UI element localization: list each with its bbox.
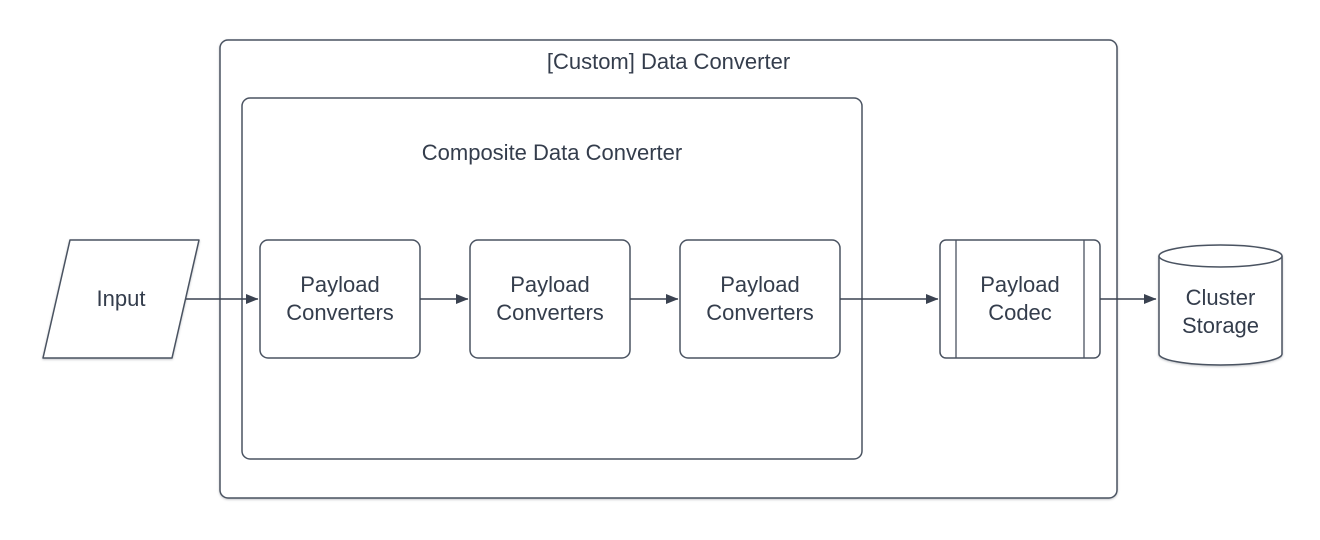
input-node-label: Input bbox=[96, 286, 146, 311]
composite-container-title: Composite Data Converter bbox=[421, 140, 683, 165]
payload-converters-3-label: Payload Converters bbox=[706, 272, 814, 325]
outer-container-title: [Custom] Data Converter bbox=[546, 49, 791, 74]
payload-converters-2-label: Payload Converters bbox=[496, 272, 604, 325]
cluster-storage-label: Cluster Storage bbox=[1181, 285, 1260, 338]
payload-converters-1-label: Payload Converters bbox=[286, 272, 394, 325]
payload-codec-label: Payload Codec bbox=[980, 272, 1060, 325]
payload-codec-shape bbox=[939, 239, 1101, 359]
input-node-shape bbox=[42, 239, 200, 359]
cluster-storage-shape bbox=[1158, 244, 1283, 366]
